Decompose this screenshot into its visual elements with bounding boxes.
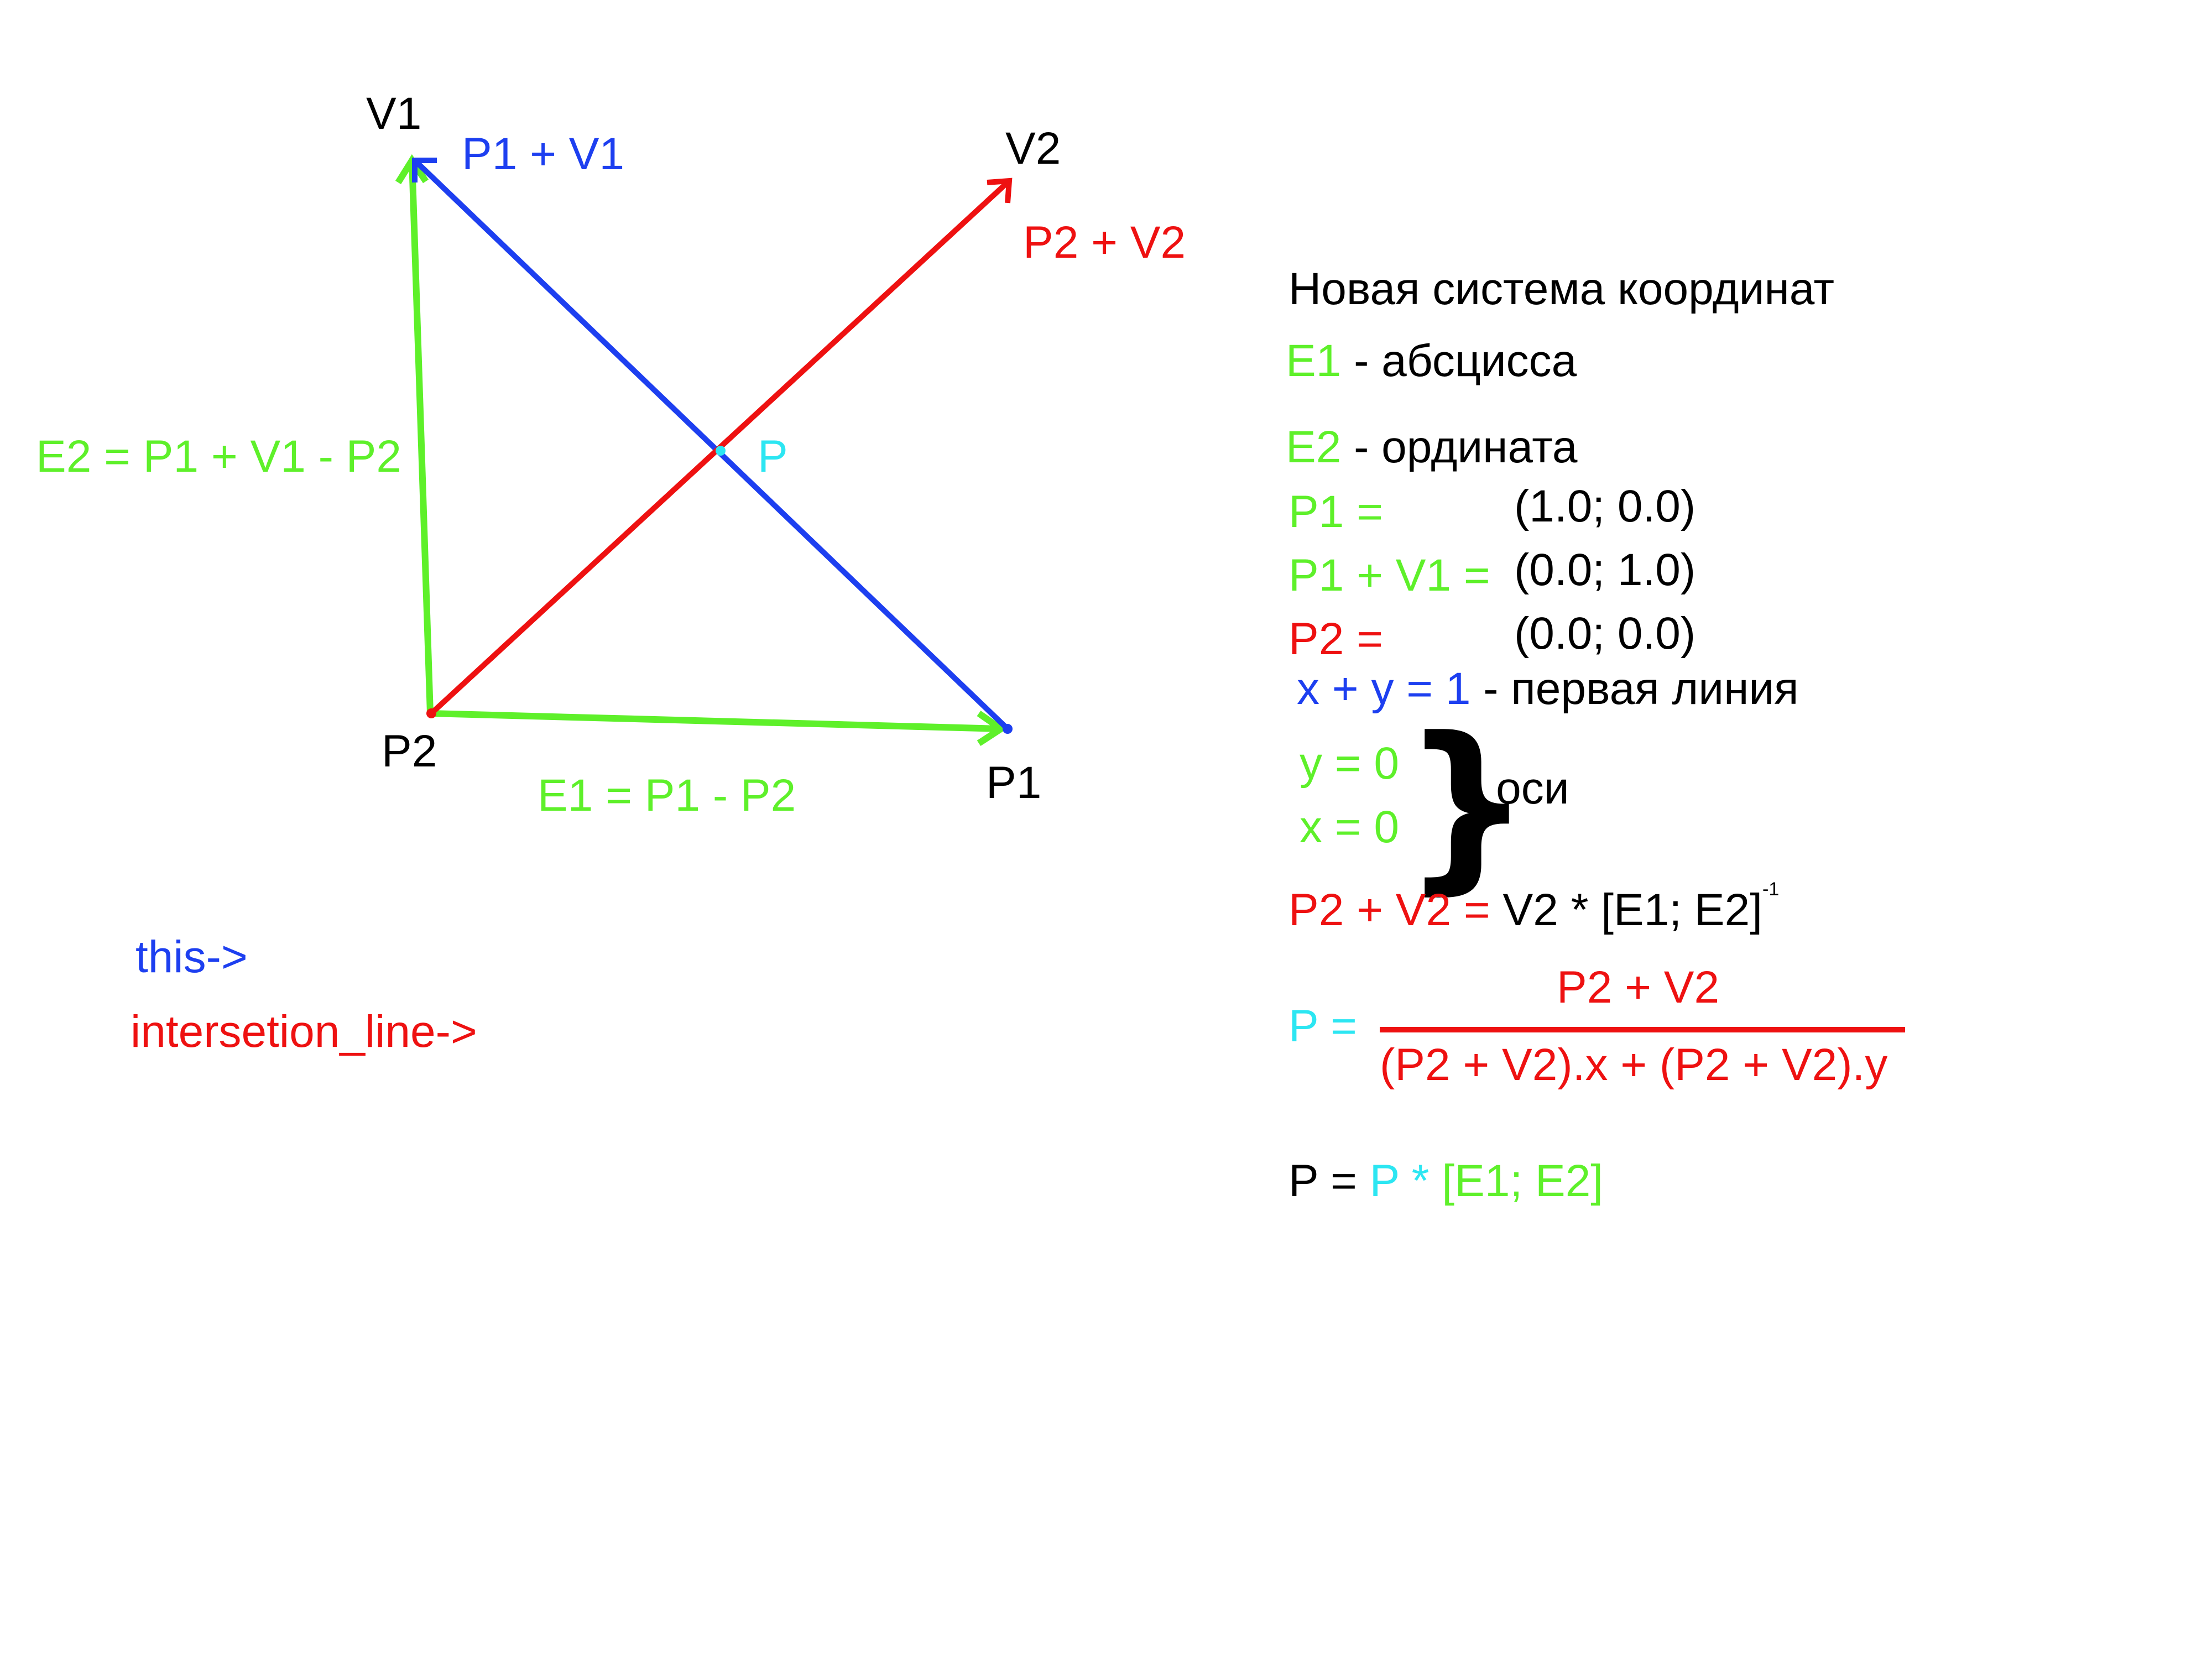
p-fraction-numerator: P2 + V2 bbox=[1557, 962, 1720, 1013]
e1-desc: - абсцисса bbox=[1341, 336, 1577, 386]
e1-arrowhead bbox=[977, 711, 1007, 747]
transform-equation: P2 + V2 = V2 * [E1; E2]-1 bbox=[1288, 880, 1779, 935]
p-fraction-denominator: (P2 + V2).x + (P2 + V2).y bbox=[1380, 1040, 1888, 1090]
p1-plus-v1-label: P1 + V1 bbox=[462, 129, 625, 179]
axes-brace: } bbox=[1402, 698, 1532, 911]
p-fraction-lhs: P = bbox=[1288, 1001, 1357, 1051]
p-label: P bbox=[758, 431, 788, 482]
p2-def-label: P2 = bbox=[1288, 614, 1383, 664]
line-desc: - первая линия bbox=[1470, 664, 1799, 714]
notes-title: Новая система координат bbox=[1288, 264, 1835, 314]
e2-definition: E2 = P1 + V1 - P2 bbox=[36, 431, 401, 482]
blue-line bbox=[413, 158, 1009, 730]
final-lhs: P = bbox=[1288, 1156, 1370, 1206]
p1-def-label: P1 = bbox=[1288, 487, 1383, 537]
p2-label: P2 bbox=[382, 726, 437, 776]
e1-name: E1 bbox=[1286, 336, 1342, 386]
v1-label: V1 bbox=[366, 88, 422, 139]
axes-desc: - оси bbox=[1468, 763, 1569, 813]
p1-dot bbox=[1003, 724, 1013, 734]
legend-this: this-> bbox=[135, 932, 248, 982]
e1-note: E1 - абсцисса bbox=[1286, 338, 1577, 384]
transform-exponent: -1 bbox=[1762, 879, 1780, 900]
p-dot bbox=[716, 446, 726, 456]
e2-vector bbox=[409, 160, 434, 714]
p1v1-def-value: (0.0; 1.0) bbox=[1514, 545, 1696, 595]
axis-y-eq: y = 0 bbox=[1300, 738, 1400, 789]
p2-plus-v2-label: P2 + V2 bbox=[1023, 217, 1186, 268]
p2-dot bbox=[426, 708, 436, 718]
blue-arrowhead bbox=[412, 158, 437, 182]
final-p: P * bbox=[1369, 1156, 1442, 1206]
e2-name: E2 bbox=[1286, 422, 1342, 472]
e1-vector bbox=[430, 710, 1001, 732]
legend-intersection: intersetion_line-> bbox=[131, 1006, 477, 1057]
e2-desc: - ордината bbox=[1341, 422, 1578, 472]
transform-lhs: P2 + V2 = bbox=[1288, 885, 1490, 935]
transform-rhs: V2 * [E1; E2] bbox=[1490, 885, 1763, 935]
p1v1-def-label: P1 + V1 = bbox=[1288, 550, 1490, 601]
e2-note: E2 - ордината bbox=[1286, 425, 1578, 470]
red-arrowhead bbox=[987, 178, 1013, 204]
p1-def-value: (1.0; 0.0) bbox=[1514, 481, 1696, 531]
axis-x-eq: x = 0 bbox=[1300, 802, 1400, 852]
line-eq: x + y = 1 bbox=[1297, 664, 1471, 714]
p1-label: P1 bbox=[986, 758, 1042, 808]
final-equation: P = P * [E1; E2] bbox=[1288, 1159, 1603, 1204]
p2-def-value: (0.0; 0.0) bbox=[1514, 608, 1696, 659]
v2-label: V2 bbox=[1005, 123, 1061, 174]
e1-definition: E1 = P1 - P2 bbox=[538, 770, 796, 821]
line-equation: x + y = 1 - первая линия bbox=[1297, 666, 1799, 712]
final-basis: [E1; E2] bbox=[1442, 1156, 1604, 1206]
